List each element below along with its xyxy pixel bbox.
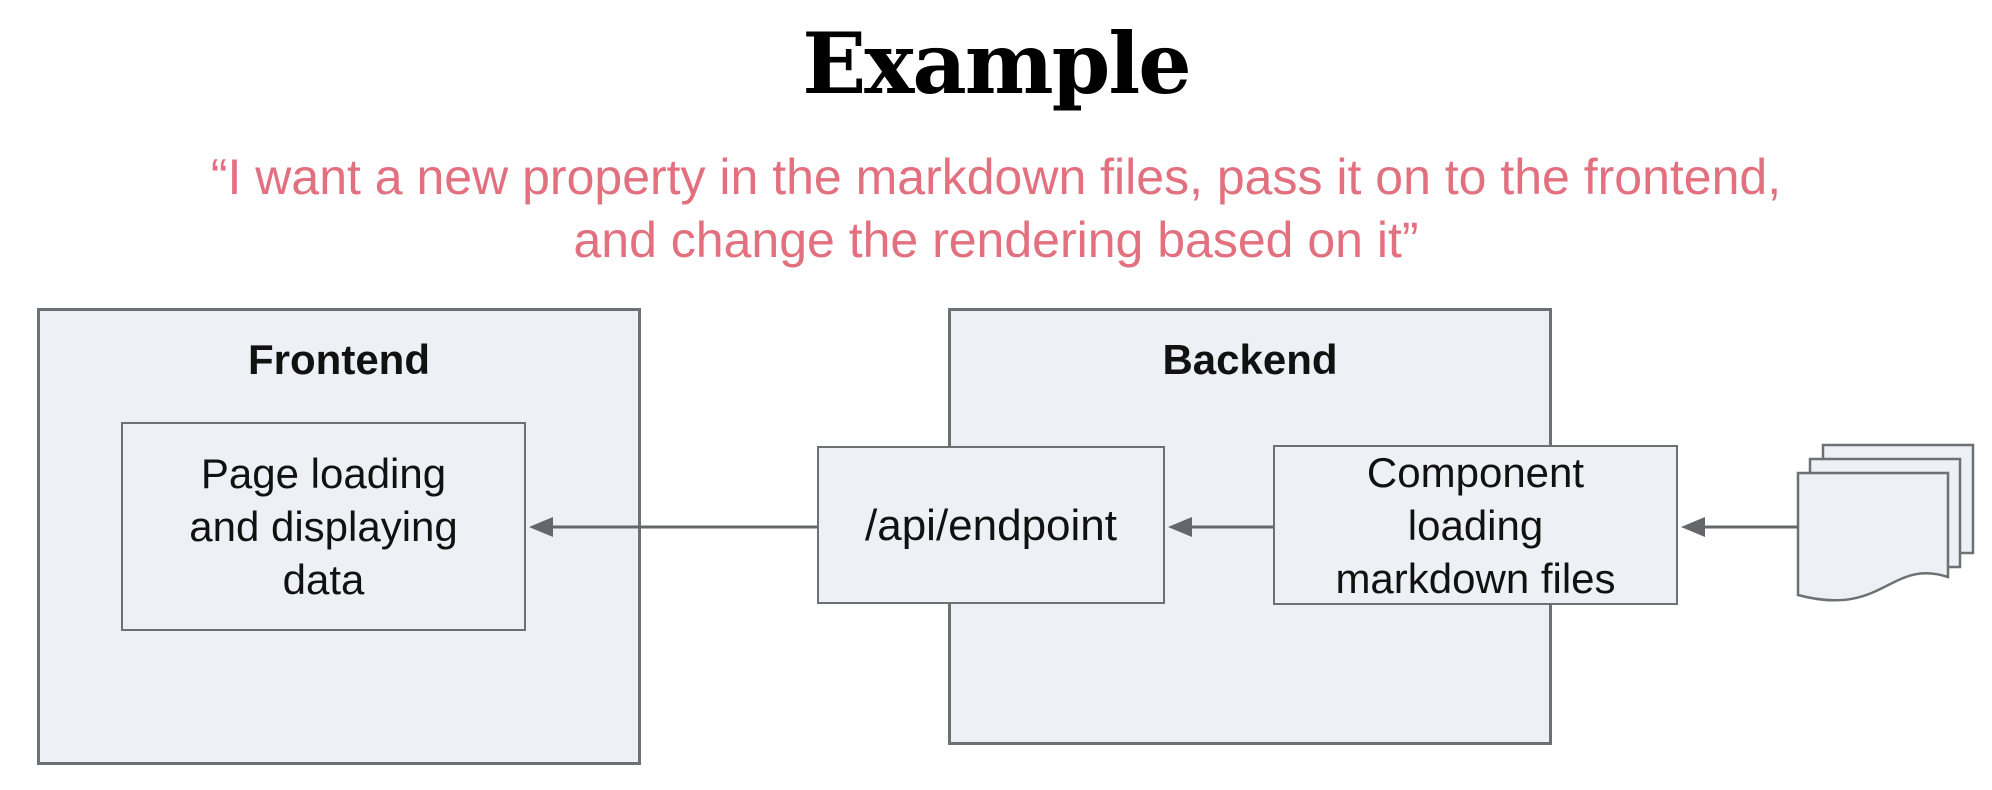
- frontend-label: Frontend: [248, 336, 430, 383]
- component-node-line-2: loading: [1407, 501, 1544, 549]
- page-title: Example: [802, 14, 1192, 113]
- file-page-middle: [1808, 457, 1962, 569]
- page-loading-node-line-3: data: [282, 556, 365, 603]
- quote-line-1: “I want a new property in the markdown f…: [210, 149, 1782, 205]
- backend-label: Backend: [1162, 336, 1338, 383]
- component-node: Component loading markdown files: [1273, 445, 1678, 605]
- api-endpoint-node: /api/endpoint: [817, 446, 1165, 604]
- page-loading-node: Page loading and displaying data: [121, 422, 526, 631]
- arrow-files-to-component: [1681, 517, 1798, 537]
- quote-line-2: and change the rendering based on it”: [573, 212, 1419, 268]
- file-page-front: [1796, 471, 1950, 602]
- component-node-line-3: markdown files: [1335, 554, 1616, 602]
- page-loading-node-line-1: Page loading: [200, 450, 447, 497]
- page-loading-node-line-2: and displaying: [189, 503, 458, 550]
- quote-text: “I want a new property in the markdown f…: [0, 146, 1992, 272]
- file-page-back: [1821, 443, 1975, 555]
- markdown-files-stack-icon: [1796, 443, 1975, 602]
- component-node-line-1: Component: [1366, 448, 1585, 496]
- arrow-files-to-component-head: [1681, 517, 1705, 537]
- api-endpoint-node-label: /api/endpoint: [865, 500, 1117, 550]
